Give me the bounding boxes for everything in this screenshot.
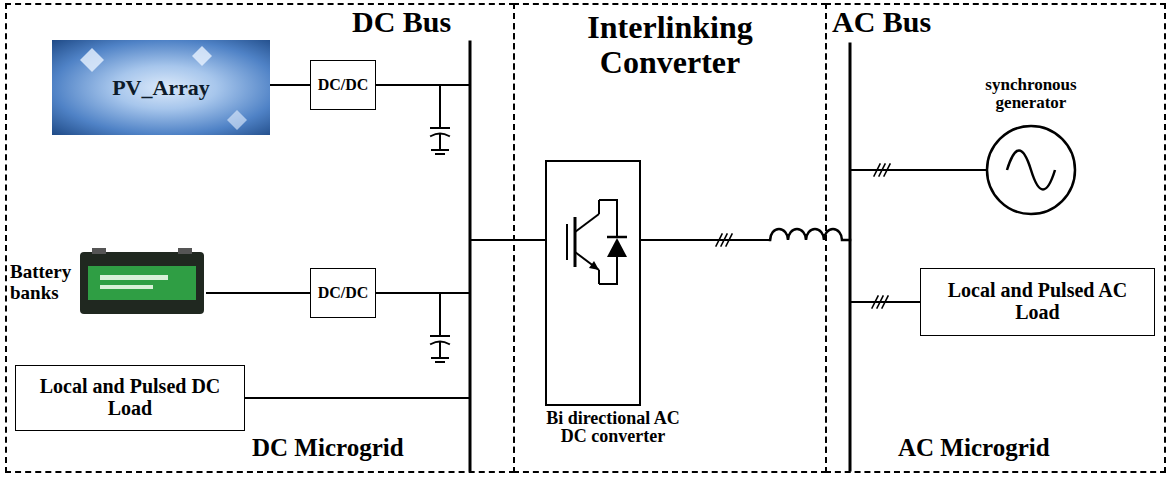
- dc-load-box: Local and Pulsed DC Load: [15, 365, 245, 431]
- wire: [850, 169, 987, 171]
- region-heading: DC Bus: [352, 6, 451, 38]
- region-heading: AC Bus: [832, 6, 931, 38]
- region-heading: DC Microgrid: [252, 434, 404, 461]
- connector-wire: [206, 292, 310, 294]
- battery-label: Battery banks: [10, 262, 78, 303]
- synchronous-generator: synchronous generator: [972, 76, 1090, 218]
- image-label: PV_Array: [112, 76, 210, 100]
- capacitor-symbol: [431, 293, 449, 362]
- battery-bank: Battery banks: [10, 248, 206, 318]
- ac-load-box: Local and Pulsed AC Load: [920, 268, 1155, 336]
- three-phase-ticks: [716, 234, 732, 246]
- capacitor-symbol: [431, 85, 449, 154]
- pv-array-image: PV_Array: [52, 40, 270, 135]
- dc-bus-line: [469, 42, 472, 470]
- wire: [245, 397, 470, 399]
- igbt-diode-symbol: [547, 162, 639, 404]
- dc-dc-converter-box: DC/DC: [310, 60, 376, 110]
- generator-label: synchronous generator: [972, 76, 1090, 113]
- converter-box: [545, 160, 641, 406]
- connector-wire: [270, 84, 310, 86]
- box-label: DC/DC: [318, 284, 369, 301]
- region-heading: AC Microgrid: [898, 434, 1050, 461]
- wire: [376, 84, 470, 86]
- region-heading: Interlinking Converter: [518, 10, 822, 79]
- three-phase-ticks: [874, 164, 890, 176]
- wire: [470, 239, 545, 241]
- interlinking-region: Interlinking Converter Bi directional AC …: [513, 3, 827, 473]
- three-phase-ticks: [872, 296, 888, 308]
- box-label: Local and Pulsed AC Load: [925, 280, 1150, 323]
- wire: [376, 292, 470, 294]
- dc-dc-converter-box: DC/DC: [310, 268, 376, 318]
- inductor-symbol: [770, 229, 850, 240]
- ac-bus-line: [849, 44, 852, 470]
- dc-microgrid-region: DC BusDC MicrogridPV_ArrayDC/DCBattery b…: [5, 3, 515, 473]
- box-label: DC/DC: [318, 76, 369, 93]
- wire: [641, 239, 770, 241]
- box-label: Local and Pulsed DC Load: [20, 376, 240, 419]
- converter-label: Bi directional AC DC converter: [538, 409, 688, 446]
- ac-microgrid-region: AC Bus AC Microgrid synchronous generatorL…: [825, 3, 1166, 473]
- battery-picture: [78, 248, 206, 318]
- interlinking-converter: Bi directional AC DC converter: [538, 160, 688, 468]
